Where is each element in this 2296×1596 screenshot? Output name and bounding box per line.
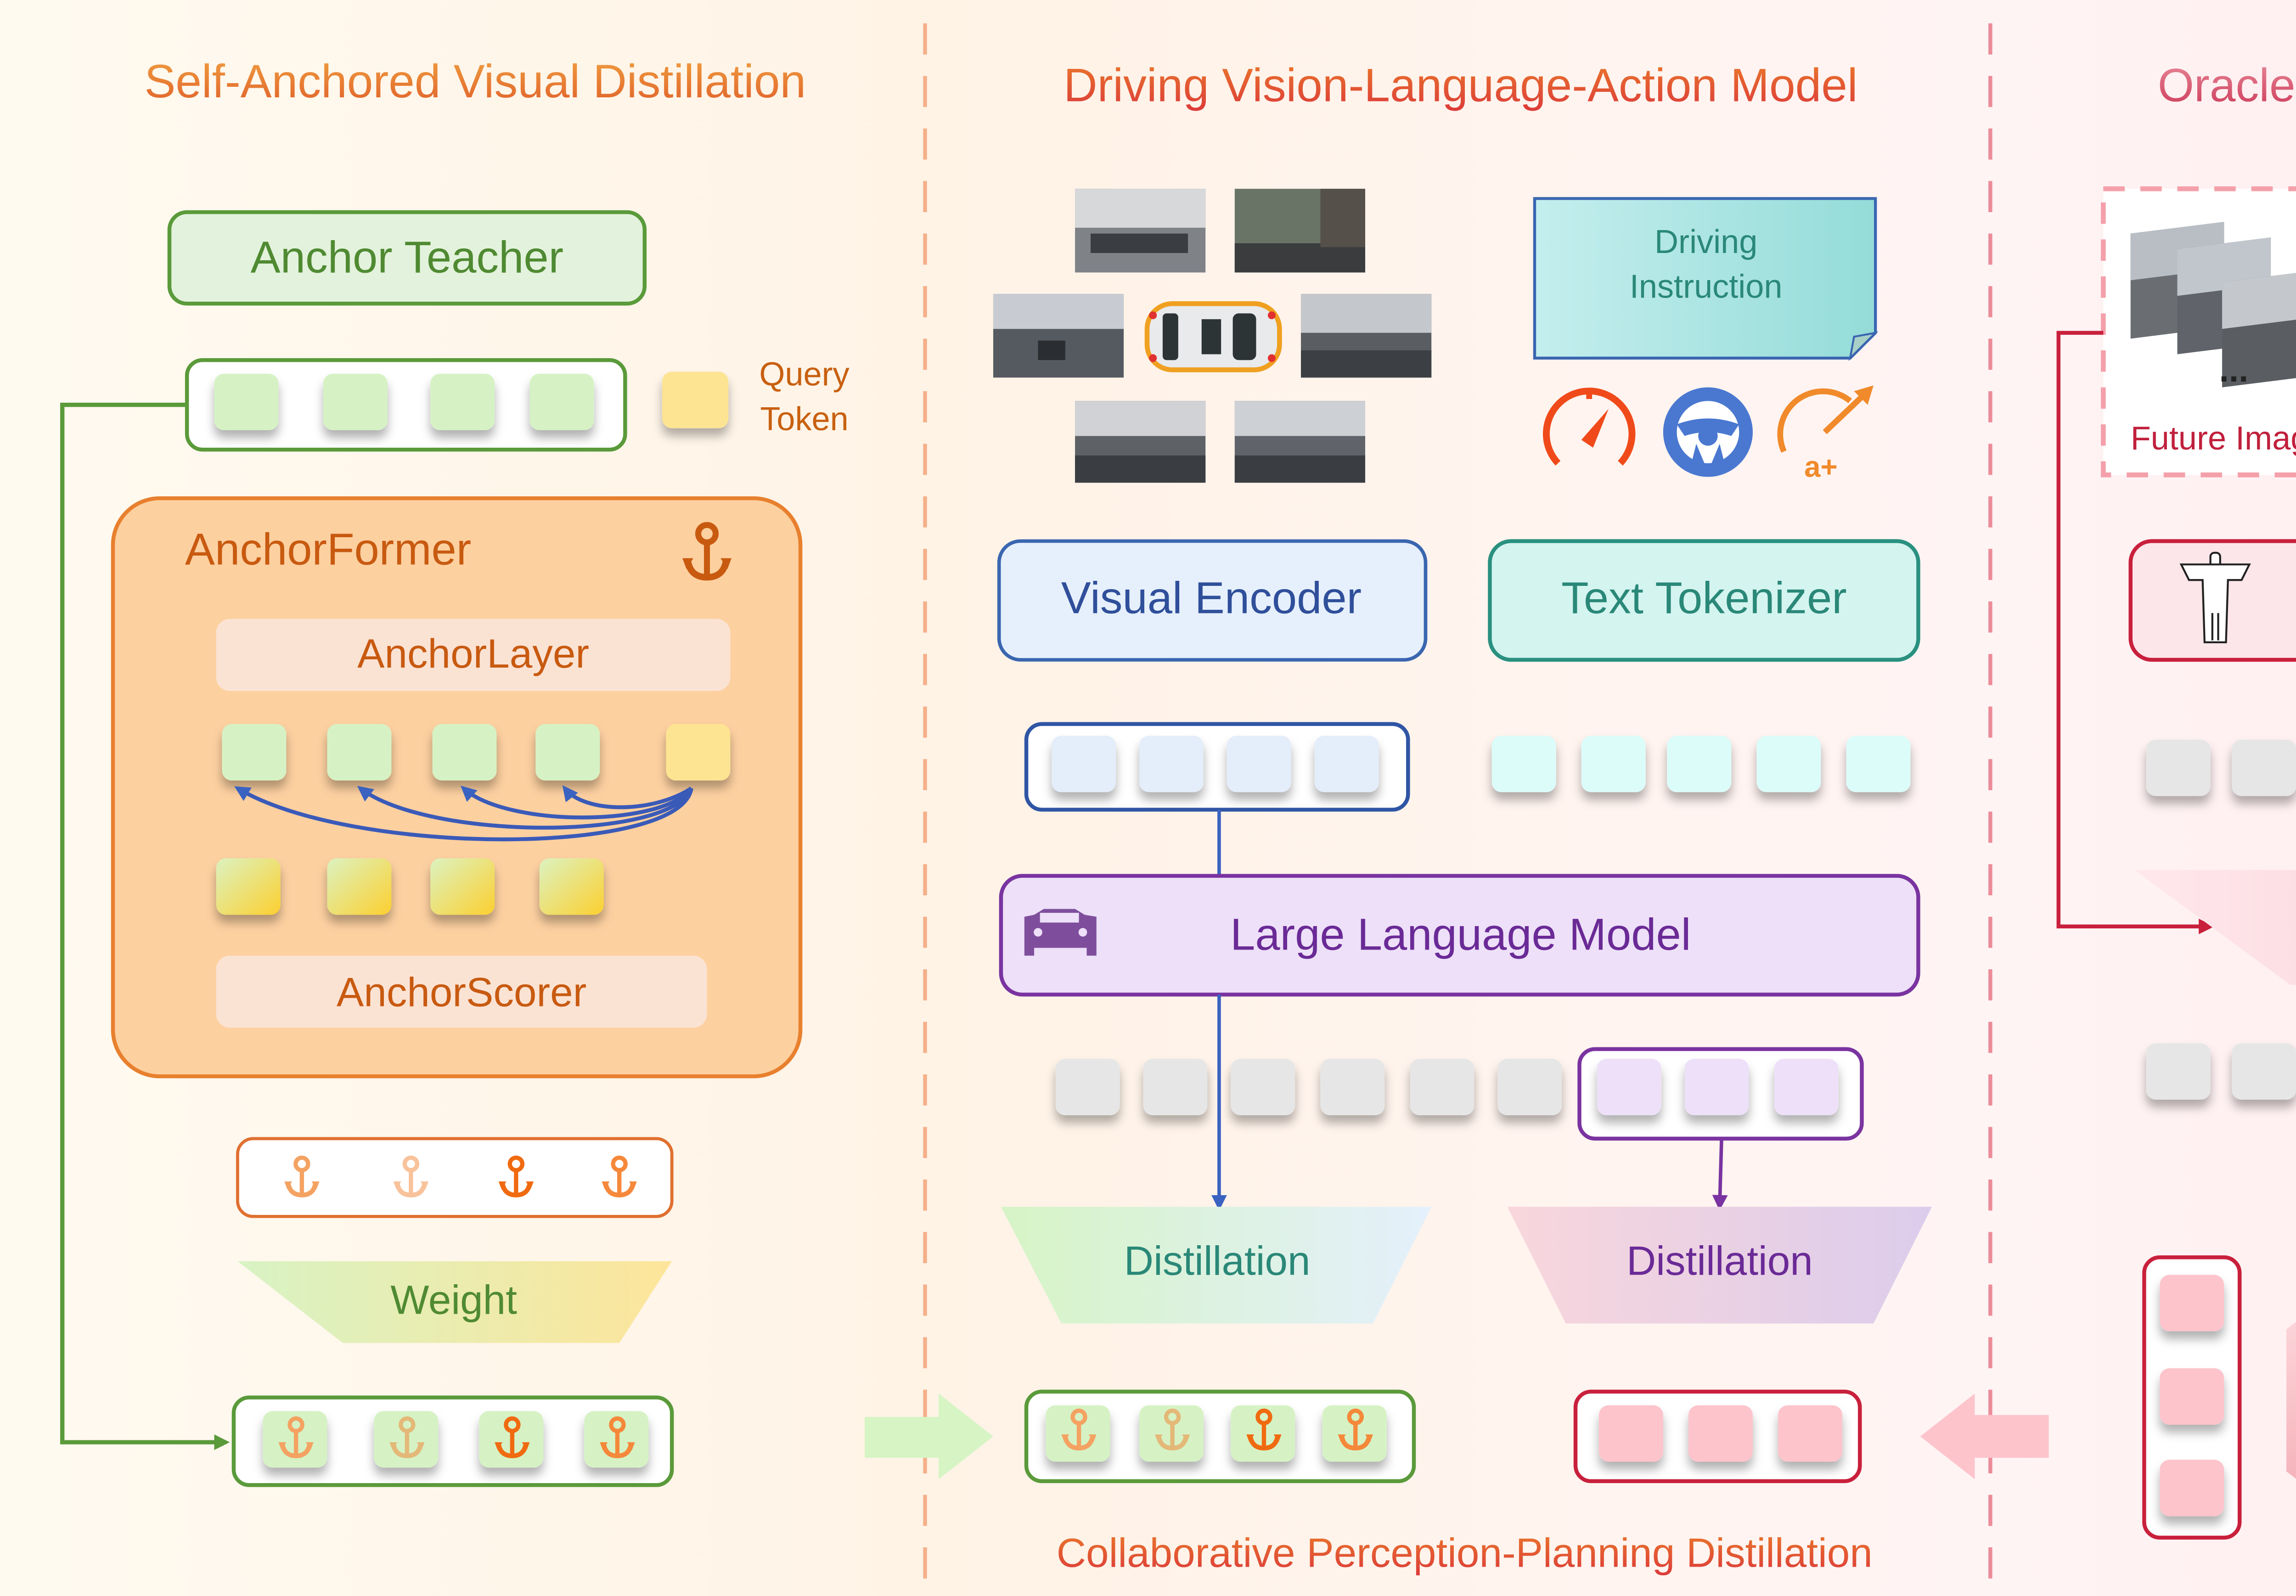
driving-instruction-line2: Instruction — [1630, 269, 1783, 305]
visual-encoder-label: Visual Encoder — [1061, 573, 1362, 623]
distillation-left-label: Distillation — [1124, 1238, 1311, 1284]
camera-views — [993, 189, 1432, 483]
weight-label: Weight — [390, 1276, 517, 1322]
oracle-input-arrow — [2056, 331, 2215, 934]
camera-view-front-left — [1075, 189, 1206, 273]
accel-label: a+ — [1804, 451, 1838, 483]
planning-to-distill-arrow — [1712, 1138, 1728, 1211]
select-block[interactable]: Select — [2286, 1257, 2296, 1541]
speedometer-icon — [1543, 388, 1636, 466]
transfer-arrow-green — [865, 1394, 993, 1479]
anchor-scorer-label: AnchorScorer — [337, 969, 586, 1015]
student-anchor-row — [1024, 1389, 1416, 1484]
anchorformer-block[interactable]: AnchorFormer AnchorLayer AnchorScorer — [111, 496, 803, 1079]
driving-instruction-line1: Driving — [1654, 224, 1757, 260]
scored-token — [430, 858, 495, 915]
camera-view-back-left — [1075, 401, 1206, 483]
anchor-teacher-box[interactable]: Anchor Teacher — [167, 210, 647, 306]
anchorformer-label: AnchorFormer — [185, 524, 471, 574]
text-tokenizer-label: Text Tokenizer — [1561, 573, 1847, 623]
teacher-token-group — [185, 358, 627, 452]
scored-token — [327, 858, 392, 915]
oracle-token-row-1 — [2146, 739, 2296, 796]
distillation-left[interactable]: Distillation — [1001, 1207, 1432, 1324]
query-token-legend-swatch — [662, 371, 729, 428]
scored-token — [216, 858, 281, 915]
anchor-layer-label: AnchorLayer — [357, 630, 589, 676]
anchor-scorer-box — [216, 955, 707, 1028]
query-token-label-line2: Token — [760, 401, 848, 438]
text-tokenizer-box[interactable]: Text Tokenizer — [1488, 539, 1920, 662]
oracle-token-row-2 — [2146, 1043, 2296, 1100]
section-title-middle: Driving Vision-Language-Action Model — [1064, 59, 1857, 111]
oracle-teacher-box[interactable]: Oracle Teacher — [2128, 539, 2296, 662]
section-title-right: Oracle-Guided Trajectory Distillation — [2158, 59, 2296, 111]
teacher-skip-arrow — [60, 403, 230, 1450]
student-trajectory-row — [1573, 1389, 1862, 1484]
driving-instruction-note[interactable]: Driving Instruction — [1533, 197, 1879, 361]
camera-view-back-right — [1234, 401, 1365, 483]
future-images-label: Future Images — [2131, 420, 2296, 457]
token — [327, 724, 392, 781]
token — [222, 724, 287, 781]
distillation-right[interactable]: Distillation — [1507, 1207, 1932, 1324]
token — [323, 373, 388, 430]
weighted-anchor-row — [231, 1395, 674, 1487]
token — [529, 373, 594, 430]
visual-token-group — [1024, 722, 1410, 812]
weight-block[interactable]: Weight — [237, 1261, 672, 1343]
token — [535, 724, 600, 781]
acceleration-icon: a+ — [1777, 385, 1874, 483]
oracle-inputs-panel: ... Driving Instruction ... Future Image… — [2101, 186, 2296, 478]
token — [214, 373, 279, 430]
steering-wheel-icon — [1663, 387, 1753, 477]
anchor-score-row — [236, 1137, 674, 1218]
anchor-teacher-label: Anchor Teacher — [251, 232, 563, 282]
llm-box[interactable]: Large Language Model — [999, 874, 1920, 997]
camera-view-right — [1301, 294, 1432, 378]
token — [430, 373, 495, 430]
distillation-right-label: Distillation — [1626, 1238, 1813, 1284]
text-token-group — [1491, 736, 1911, 792]
anchor-layer-box — [216, 619, 731, 691]
camera-view-left — [993, 294, 1124, 378]
query-token-label-line1: Query — [759, 356, 849, 393]
ego-car-icon — [1144, 301, 1282, 372]
car-icon — [1024, 909, 1097, 956]
llm-label: Large Language Model — [1230, 910, 1691, 960]
future-images-stack: ... — [2130, 222, 2296, 389]
visual-encoder-box[interactable]: Visual Encoder — [997, 539, 1428, 662]
selected-trajectory-column — [2142, 1255, 2242, 1540]
attention-arrows — [234, 785, 693, 842]
statue-icon — [2179, 551, 2251, 643]
camera-view-front-right — [1234, 189, 1365, 273]
scored-token — [539, 858, 604, 915]
section-title-left: Self-Anchored Visual Distillation — [144, 55, 806, 107]
query-token — [666, 724, 731, 781]
trajectory-refine-block[interactable]: Trajectory Refine — [2134, 870, 2296, 985]
token — [432, 724, 497, 781]
ellipsis: ... — [2219, 350, 2249, 389]
section-title-bottom: Collaborative Perception-Planning Distil… — [1057, 1529, 1873, 1575]
